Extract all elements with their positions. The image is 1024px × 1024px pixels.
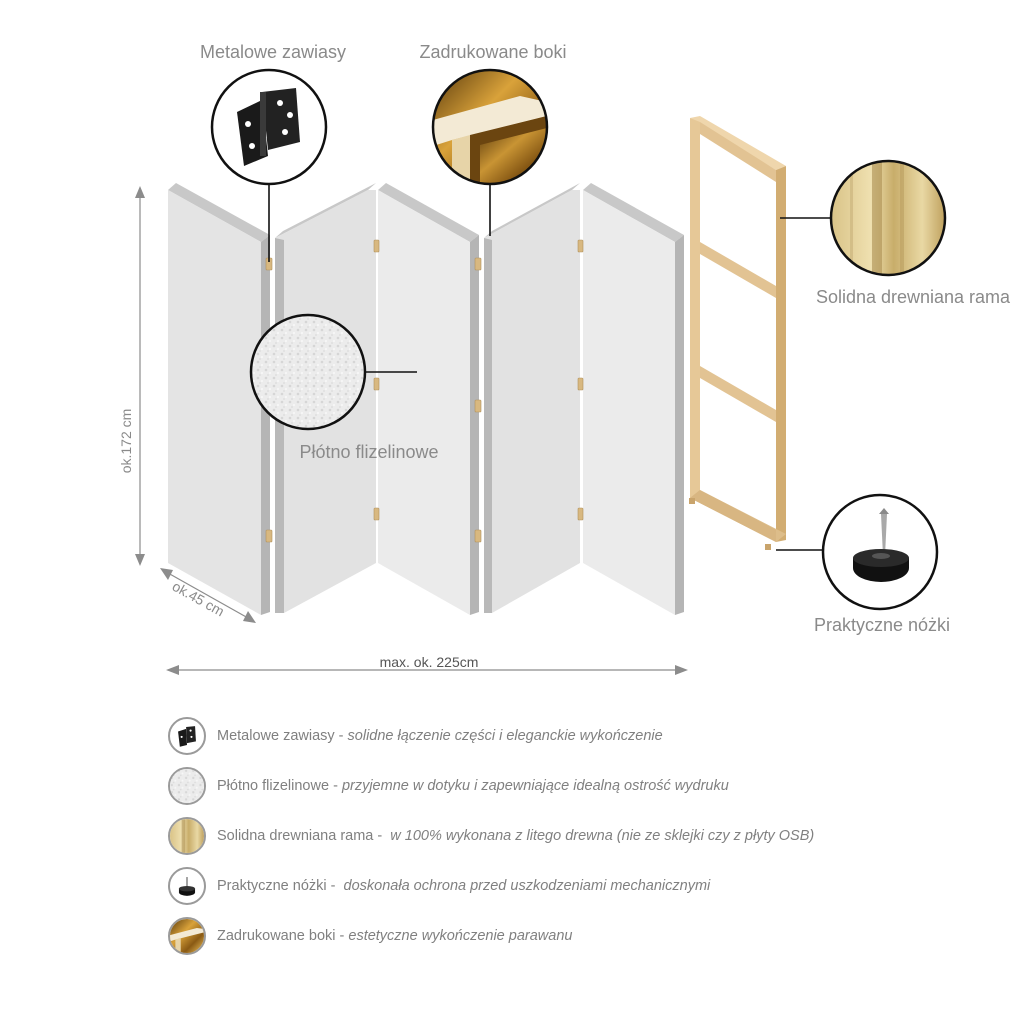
label-printed-sides: Zadrukowane boki xyxy=(419,42,566,62)
panel-3-top xyxy=(378,183,479,242)
hinge-callout xyxy=(210,68,328,186)
legend-description: w 100% wykonana z litego drewna (nie ze … xyxy=(390,828,815,844)
legend-title: Praktyczne nóżki - xyxy=(217,878,336,894)
panel-3-face xyxy=(378,190,470,615)
canvas-texture-icon xyxy=(168,767,206,805)
hinge-icon xyxy=(168,717,206,755)
printed-edge-icon xyxy=(433,70,547,184)
panel-1-top xyxy=(168,183,270,242)
wooden-frame xyxy=(689,116,786,550)
wood-callout xyxy=(829,159,947,277)
canvas-callout xyxy=(249,313,367,431)
panel-3-edge xyxy=(470,235,479,615)
dimension-height-label: ok.172 cm xyxy=(118,409,134,474)
legend-title: Płótno flizelinowe - xyxy=(217,778,338,794)
folding-screen xyxy=(168,183,684,615)
furniture-foot-icon xyxy=(853,508,909,582)
panel-5-face xyxy=(583,190,675,615)
label-hinges: Metalowe zawiasy xyxy=(200,42,346,62)
legend-item-hinges: Metalowe zawiasy - solidne łączenie częś… xyxy=(168,716,663,756)
panel-1-edge xyxy=(261,235,270,615)
printed-edge-icon xyxy=(168,917,206,955)
legend-description: estetyczne wykończenie parawanu xyxy=(348,928,573,944)
panel-1-face xyxy=(168,190,261,615)
dimension-width-label: max. ok. 225cm xyxy=(380,654,479,670)
hinge-markers xyxy=(265,239,584,543)
panel-4-top xyxy=(484,183,580,238)
panel-2-top xyxy=(275,183,376,238)
panel-5-edge xyxy=(675,235,684,615)
wood-grain-icon xyxy=(831,161,945,275)
legend-item-wooden-frame: Solidna drewniana rama - w 100% wykonana… xyxy=(168,816,814,856)
furniture-foot-icon xyxy=(168,867,206,905)
hinge-icon xyxy=(237,88,300,166)
legend-item-feet: Praktyczne nóżki - doskonała ochrona prz… xyxy=(168,866,710,906)
label-fleece-canvas: Płótno flizelinowe xyxy=(299,442,438,462)
legend-title: Metalowe zawiasy - xyxy=(217,728,344,744)
legend-title: Solidna drewniana rama - xyxy=(217,828,383,844)
dimension-arrows xyxy=(135,186,688,675)
callout-connectors xyxy=(268,184,831,551)
legend-item-printed-sides: Zadrukowane boki - estetyczne wykończeni… xyxy=(168,916,572,956)
legend-description: przyjemne w dotyku i zapewniające idealn… xyxy=(341,778,729,794)
panel-5-top xyxy=(583,183,684,242)
feet-callout xyxy=(821,493,939,611)
wood-grain-icon xyxy=(168,817,206,855)
panel-4-face xyxy=(484,190,580,613)
label-feet: Praktyczne nóżki xyxy=(814,615,950,635)
legend-description: solidne łączenie części i eleganckie wyk… xyxy=(347,728,663,744)
legend-title: Zadrukowane boki - xyxy=(217,928,345,944)
canvas-texture-icon xyxy=(251,315,365,429)
label-wooden-frame: Solidna drewniana rama xyxy=(816,287,1011,307)
panel-2-edge xyxy=(275,238,284,613)
panel-4-edge xyxy=(484,238,492,613)
printed-sides-callout xyxy=(431,68,549,186)
legend-item-canvas: Płótno flizelinowe - przyjemne w dotyku … xyxy=(168,766,729,806)
legend-description: doskonała ochrona przed uszkodzeniami me… xyxy=(343,878,711,894)
